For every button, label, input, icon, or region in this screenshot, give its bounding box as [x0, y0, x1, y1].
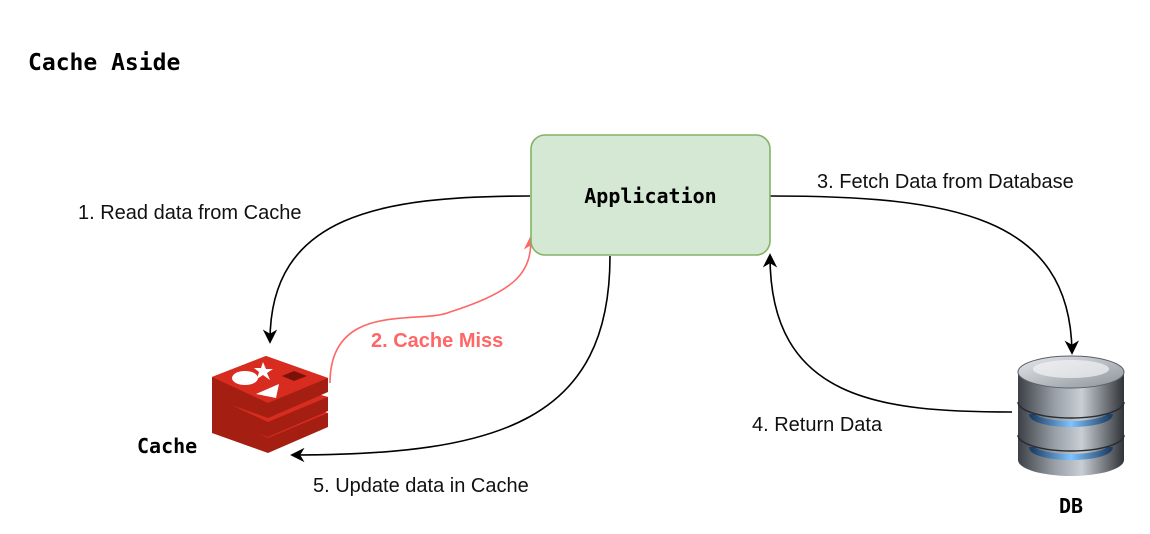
edge-label-fetch: 3. Fetch Data from Database: [817, 171, 1074, 193]
node-db[interactable]: DB: [1017, 355, 1125, 518]
application-box: [530, 134, 771, 256]
node-cache[interactable]: Cache: [137, 356, 328, 458]
edge-label-read: 1. Read data from Cache: [78, 202, 301, 224]
edge-label-return: 4. Return Data: [752, 414, 883, 436]
node-application[interactable]: Application: [530, 134, 771, 256]
database-icon: [1017, 355, 1125, 476]
edge-update-data: [290, 255, 611, 463]
edge-return-data: [762, 253, 1013, 413]
redis-icon: [212, 356, 328, 453]
diagram-title: Cache Aside: [28, 50, 180, 76]
edge-fetch-data: [769, 195, 1080, 355]
cache-label: Cache: [137, 434, 197, 458]
edge-read-data: [262, 195, 531, 344]
edge-label-cache-miss: 2. Cache Miss: [371, 330, 503, 352]
db-label: DB: [1059, 494, 1083, 518]
edge-label-update: 5. Update data in Cache: [313, 475, 529, 497]
application-label: Application: [584, 184, 716, 208]
edge-cache-miss: [329, 235, 539, 384]
